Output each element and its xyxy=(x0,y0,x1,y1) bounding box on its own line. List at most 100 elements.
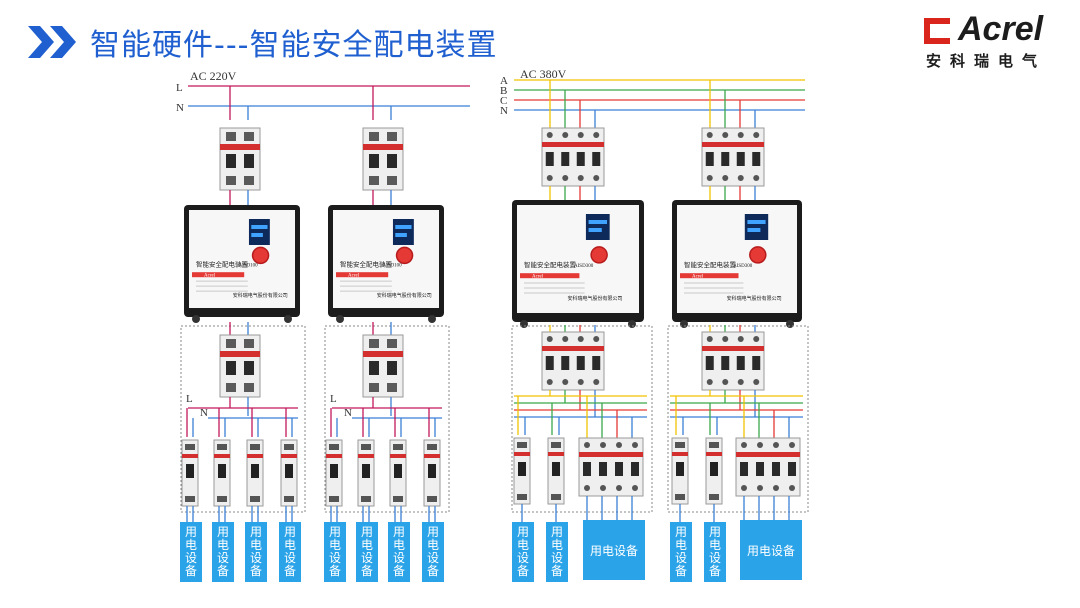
screw xyxy=(546,379,553,385)
screw xyxy=(737,132,744,138)
breaker-stripe xyxy=(363,144,403,150)
panel-face xyxy=(333,210,439,308)
screw xyxy=(773,485,779,491)
screw xyxy=(562,336,569,342)
panel-foot xyxy=(284,315,292,323)
screen-line xyxy=(251,233,263,237)
load-label-char: 电 xyxy=(217,538,229,552)
screw xyxy=(706,175,713,181)
load-box xyxy=(704,522,726,582)
load-label-char: 备 xyxy=(427,564,439,578)
screw xyxy=(577,336,584,342)
load-box xyxy=(740,520,802,580)
toggle-lever xyxy=(561,152,570,166)
load-label-char: 设 xyxy=(185,551,197,565)
load-device-box: 用电设备 xyxy=(670,522,692,582)
mcb-stripe xyxy=(548,452,564,456)
panel-band xyxy=(680,273,739,279)
screw xyxy=(600,485,606,491)
terminal xyxy=(250,496,260,502)
load-label-char: 电 xyxy=(329,538,341,552)
load-label-char: 电 xyxy=(250,538,262,552)
load-box xyxy=(212,522,234,582)
terminal xyxy=(329,496,339,502)
toggle-lever xyxy=(736,152,745,166)
breaker-stripe xyxy=(363,351,403,357)
panel-model: AISD100 xyxy=(239,264,259,269)
panel-brand: Acrel xyxy=(532,275,544,280)
toggle-lever xyxy=(545,152,554,166)
terminal xyxy=(369,132,379,141)
screw xyxy=(632,442,638,448)
screw xyxy=(773,442,779,448)
branch-label-n: N xyxy=(200,407,208,419)
load-label-char: 设 xyxy=(427,551,439,565)
load-label-char: 用 xyxy=(427,525,439,539)
double-chevron-icon xyxy=(28,26,76,58)
branch-mcb xyxy=(280,439,298,507)
toggle-lever xyxy=(428,464,436,478)
safety-panel-220v xyxy=(184,205,300,323)
mcb-stripe xyxy=(390,454,406,458)
breaker-stripe xyxy=(220,351,260,357)
mcb-stripe xyxy=(706,452,722,456)
screw xyxy=(722,132,729,138)
mcb-stripe xyxy=(182,454,198,458)
breaker-stripe xyxy=(542,346,604,351)
load-box xyxy=(388,522,410,582)
terminal xyxy=(226,176,236,185)
panel-company: 安科瑞电气股份有限公司 xyxy=(377,292,432,299)
load-label-char: 备 xyxy=(284,564,296,578)
mcb-stripe xyxy=(326,454,342,458)
terminal xyxy=(709,494,719,500)
panel-model: AISD100 xyxy=(383,264,403,269)
supply-label-380v: AC 380V xyxy=(520,67,567,81)
terminal xyxy=(675,442,685,448)
panel-model: AISD300 xyxy=(574,264,594,269)
toggle-lever xyxy=(186,464,194,478)
load-label-char: 设 xyxy=(284,551,296,565)
screw xyxy=(593,175,600,181)
screen-line xyxy=(395,233,407,237)
panel-foot xyxy=(428,315,436,323)
mcb-stripe xyxy=(424,454,440,458)
screw xyxy=(616,442,622,448)
branch-mcb xyxy=(213,439,231,507)
toggle-lever xyxy=(394,464,402,478)
branch-mcb xyxy=(325,439,343,507)
panel-name: 智能安全配电装置 xyxy=(524,260,577,269)
panel-foot xyxy=(786,320,794,328)
load-box xyxy=(546,522,568,582)
load-label-char: 设 xyxy=(217,551,229,565)
main-breaker-4p xyxy=(701,127,765,187)
screen-line xyxy=(251,225,268,229)
equipment-breaker-4p xyxy=(735,437,801,497)
terminal xyxy=(217,496,227,502)
branch-mcb xyxy=(246,439,264,507)
screw xyxy=(753,336,760,342)
terminal xyxy=(250,444,260,450)
load-device-box: 用电设备 xyxy=(388,522,410,582)
terminal xyxy=(551,442,561,448)
load-label-char: 设 xyxy=(329,551,341,565)
toggle-lever xyxy=(387,154,397,168)
load-device-box: 用电设备 xyxy=(180,522,202,582)
screw xyxy=(789,485,795,491)
screw xyxy=(737,336,744,342)
safety-panel-220v xyxy=(328,205,444,323)
load-label-char: 电 xyxy=(185,538,197,552)
terminal xyxy=(369,176,379,185)
panel-band xyxy=(192,272,245,278)
terminal xyxy=(226,132,236,141)
title-bar: 智能硬件---智能安全配电装置 xyxy=(28,22,497,63)
load-device-box: 用电设备 xyxy=(279,522,301,582)
load-label-char: 用 xyxy=(185,525,197,539)
toggle-lever xyxy=(599,462,607,476)
panel-model: AISD300 xyxy=(733,264,753,269)
toggle-lever xyxy=(251,464,259,478)
toggle-lever xyxy=(226,361,236,375)
toggle-lever xyxy=(736,356,745,370)
toggle-lever xyxy=(752,152,761,166)
emergency-button-icon xyxy=(749,246,767,264)
toggle-lever xyxy=(583,462,591,476)
